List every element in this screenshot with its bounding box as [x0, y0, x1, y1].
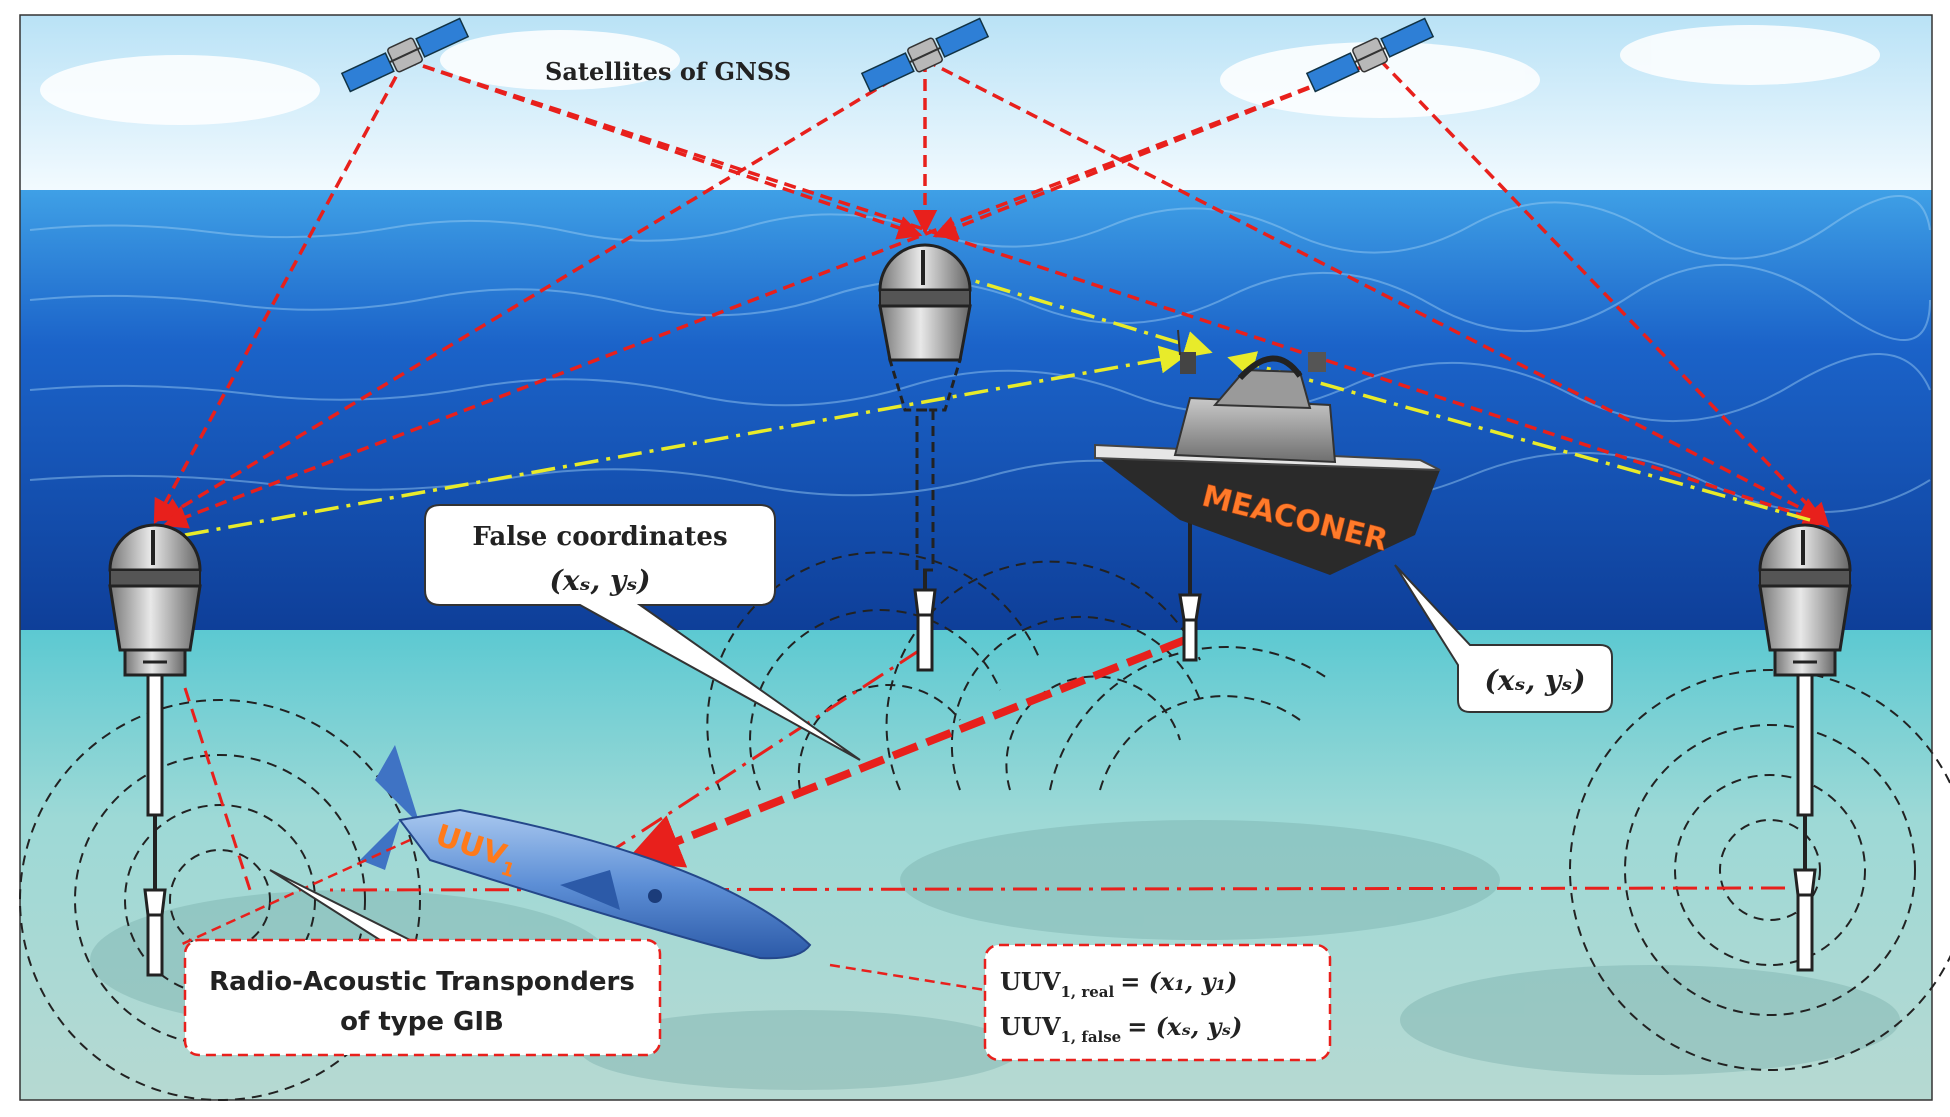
transponders-line2: of type GIB: [340, 1007, 504, 1037]
buoy-icon: [108, 523, 202, 977]
frame: [19, 14, 1933, 1101]
spoof-links: [183, 636, 1786, 892]
clouds: [40, 25, 1880, 125]
uuv-coordinates-box: UUV1, real= (x₁, y₁) UUV1, false= (xₛ, y…: [829, 943, 1332, 1062]
boat-icon: MEACONER: [1094, 329, 1441, 575]
sky-background: [20, 15, 1932, 195]
meaconer-coordinates-callout: (xₛ, yₛ): [1394, 564, 1613, 713]
satellite-icon: [1305, 17, 1435, 93]
sea-waves: [29, 195, 1931, 513]
satellite-icon: [860, 17, 990, 93]
uuv-false-line: UUV1, false= (xₛ, yₛ): [1000, 1012, 1242, 1046]
transponders-label-box: Radio-Acoustic Transponders of type GIB: [179, 838, 662, 1057]
meaconer-coordinates-value: (xₛ, yₛ): [1484, 664, 1585, 697]
transponders-line1: Radio-Acoustic Transponders: [209, 967, 635, 997]
buoy-icon: [878, 243, 972, 672]
satellite-icon: [340, 17, 470, 93]
acoustic-links: [184, 270, 1811, 537]
uuv-icon: UUV1: [360, 745, 812, 960]
uuv-real-line: UUV1, real= (x₁, y₁): [1000, 967, 1237, 1001]
false-coordinates-value: (xₛ, yₛ): [549, 564, 650, 597]
false-coordinates-title: False coordinates: [472, 522, 727, 552]
false-coordinates-callout: False coordinates (xₛ, yₛ): [424, 504, 861, 761]
acoustic-wave-icon: [19, 551, 1950, 1101]
gnss-signal-lines: [153, 58, 1830, 529]
satellites-label: Satellites of GNSS: [545, 57, 791, 86]
buoy-icon: [1758, 523, 1852, 972]
sea-surface: [20, 190, 1932, 635]
